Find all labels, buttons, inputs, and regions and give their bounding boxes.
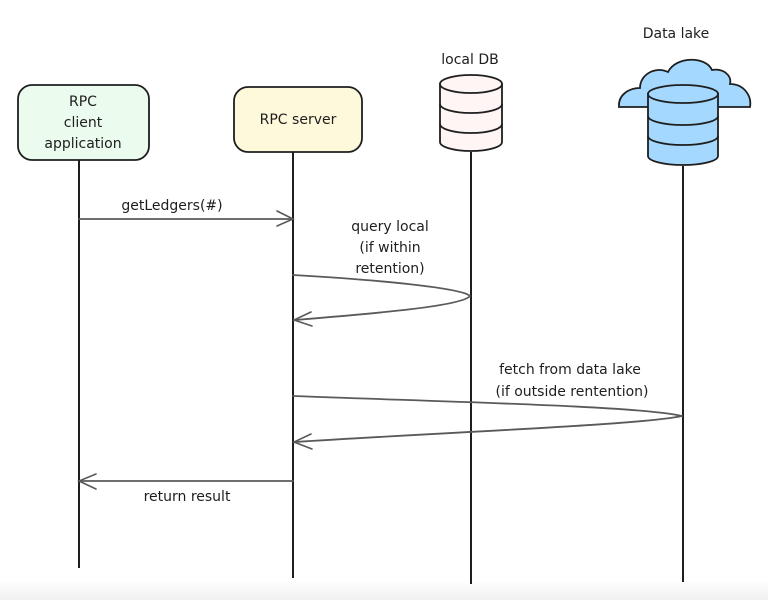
message-fetch-data-lake-line-1: fetch from data lake [499,362,641,378]
bottom-band [0,580,768,600]
data-lake-top [647,84,719,104]
local-db-top [439,74,503,94]
participant-local-db[interactable]: local DB [439,52,503,152]
client-box [17,84,150,161]
arrowhead-left-icon [77,473,97,490]
message-fetch-data-lake-line-2: (if outside rentention) [496,384,649,400]
arrowhead-left-icon [291,433,313,450]
message-get-ledgers[interactable]: getLedgers(#) [78,198,295,227]
arrow-fetch-data-lake [292,395,683,443]
message-query-local[interactable]: query local (if within retention) [291,219,471,327]
participant-client[interactable]: RPC client application [17,84,150,161]
arrow-query-local [292,274,471,321]
client-label-line-2: client [64,115,103,131]
message-fetch-data-lake[interactable]: fetch from data lake (if outside rentent… [291,362,683,450]
local-db-cylinder [439,83,503,152]
message-return-result-label: return result [144,489,231,505]
data-lake-label: Data lake [643,26,710,42]
message-query-local-line-3: retention) [355,261,424,277]
message-query-local-line-2: (if within [359,240,420,256]
data-lake-cylinder [647,93,719,166]
message-return-result[interactable]: return result [77,473,294,505]
arrowhead-left-icon [291,311,313,327]
participant-server[interactable]: RPC server [233,86,363,153]
participant-data-lake[interactable]: Data lake [618,26,752,166]
message-get-ledgers-label: getLedgers(#) [121,198,222,214]
client-label-line-1: RPC [69,94,97,110]
client-label-line-3: application [44,136,121,152]
local-db-label: local DB [441,52,498,68]
cloud-database-icon [618,58,752,166]
server-label: RPC server [260,112,337,128]
arrowhead-right-icon [276,210,295,227]
server-box [233,86,363,153]
database-icon [439,74,503,152]
message-query-local-line-1: query local [351,219,429,235]
